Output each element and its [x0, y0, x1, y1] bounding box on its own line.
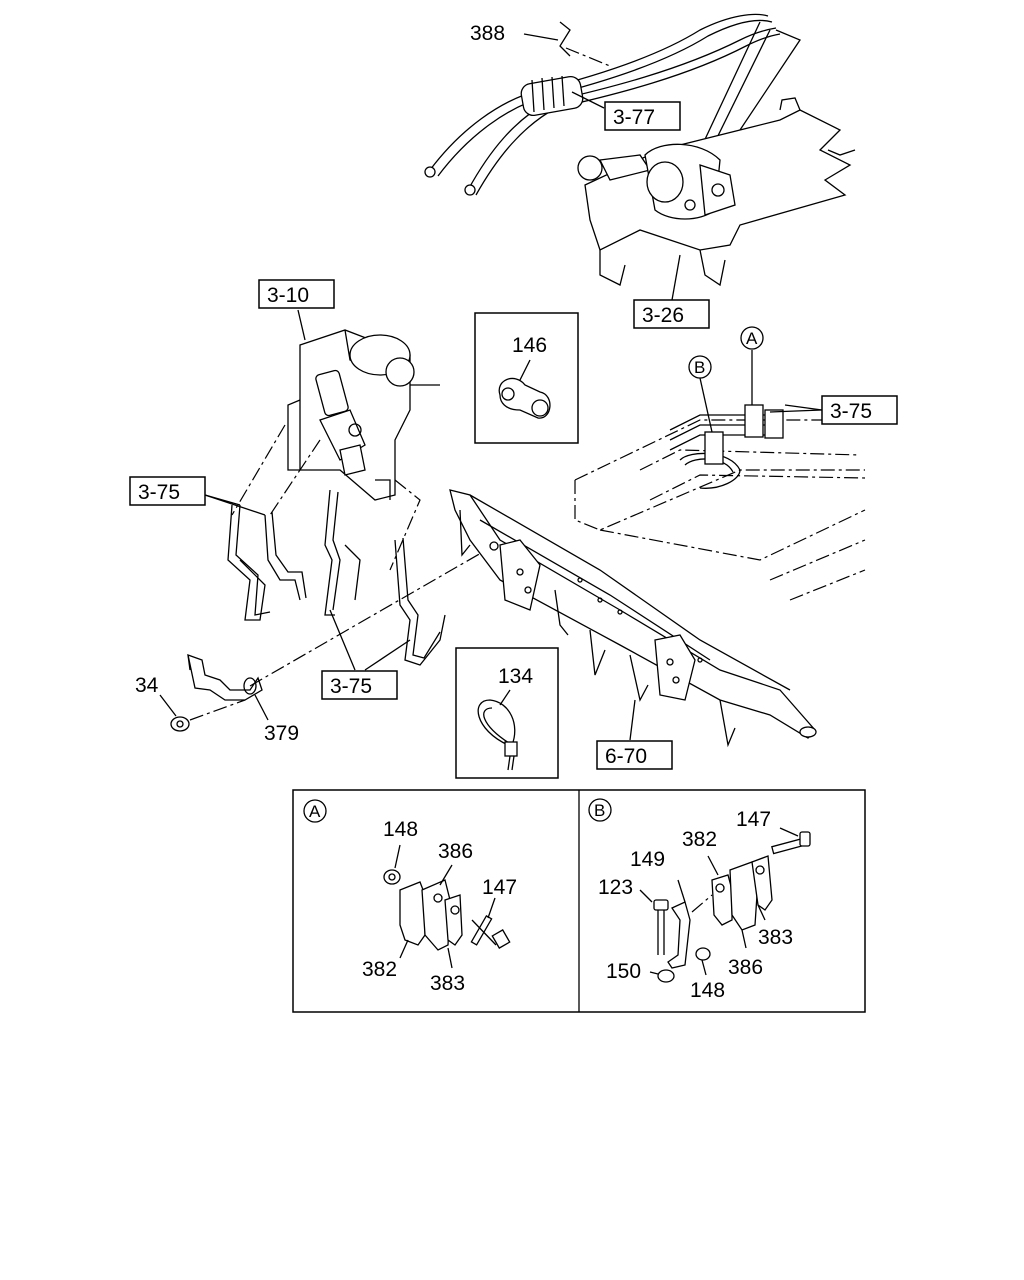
- label-3-10: 3-10: [267, 284, 309, 307]
- label-3-77: 3-77: [613, 106, 655, 129]
- detail-a-147: 147: [482, 876, 517, 899]
- inset-146: 146: [474, 312, 579, 444]
- marker-b-label: B: [694, 358, 705, 377]
- detail-b: B 147 382 149 123 383 386 150 148: [588, 798, 811, 1002]
- detail-b-382: 382: [682, 828, 717, 851]
- detail-b-150: 150: [606, 960, 641, 983]
- detail-b-149: 149: [630, 848, 665, 871]
- callout-3-75-right: 3-75: [821, 395, 898, 425]
- shift-cable-assembly: [424, 13, 856, 301]
- detail-a-383: 383: [430, 972, 465, 995]
- detail-a: A 148 386 147 382 383: [303, 799, 517, 995]
- detail-a-mark: A: [309, 802, 321, 821]
- label-6-70: 6-70: [605, 745, 647, 768]
- callout-3-77: 3-77: [604, 101, 681, 131]
- label-3-75-left: 3-75: [138, 481, 180, 504]
- label-3-26: 3-26: [642, 304, 684, 327]
- callout-6-70: 6-70: [596, 740, 673, 770]
- detail-b-383: 383: [758, 926, 793, 949]
- brake-pipes: [204, 309, 446, 671]
- label-134: 134: [498, 665, 533, 688]
- nut-34: [159, 694, 246, 732]
- callout-3-10: 3-10: [258, 279, 335, 309]
- detail-b-148: 148: [690, 979, 725, 1002]
- detail-b-mark: B: [594, 801, 605, 820]
- marker-b-main: B: [688, 355, 712, 379]
- detail-a-148: 148: [383, 818, 418, 841]
- label-34: 34: [135, 674, 159, 697]
- label-146: 146: [512, 334, 547, 357]
- detail-a-382: 382: [362, 958, 397, 981]
- marker-a-label: A: [746, 329, 758, 348]
- callout-3-75-bottom: 3-75: [321, 670, 398, 700]
- detail-b-386: 386: [728, 956, 763, 979]
- detail-a-386: 386: [438, 840, 473, 863]
- label-3-75-bottom: 3-75: [330, 675, 372, 698]
- detail-b-123: 123: [598, 876, 633, 899]
- callout-3-75-left: 3-75: [129, 476, 206, 506]
- marker-a-main: A: [740, 326, 764, 350]
- cross-member-assembly: [449, 350, 866, 748]
- callout-3-26: 3-26: [633, 299, 710, 329]
- bracket-379: [187, 544, 496, 721]
- inset-134: 134: [455, 647, 559, 779]
- label-379: 379: [264, 722, 299, 745]
- label-3-75-right: 3-75: [830, 400, 872, 423]
- detail-b-147: 147: [736, 808, 771, 831]
- label-388: 388: [470, 22, 505, 45]
- booster-assembly: [287, 329, 440, 501]
